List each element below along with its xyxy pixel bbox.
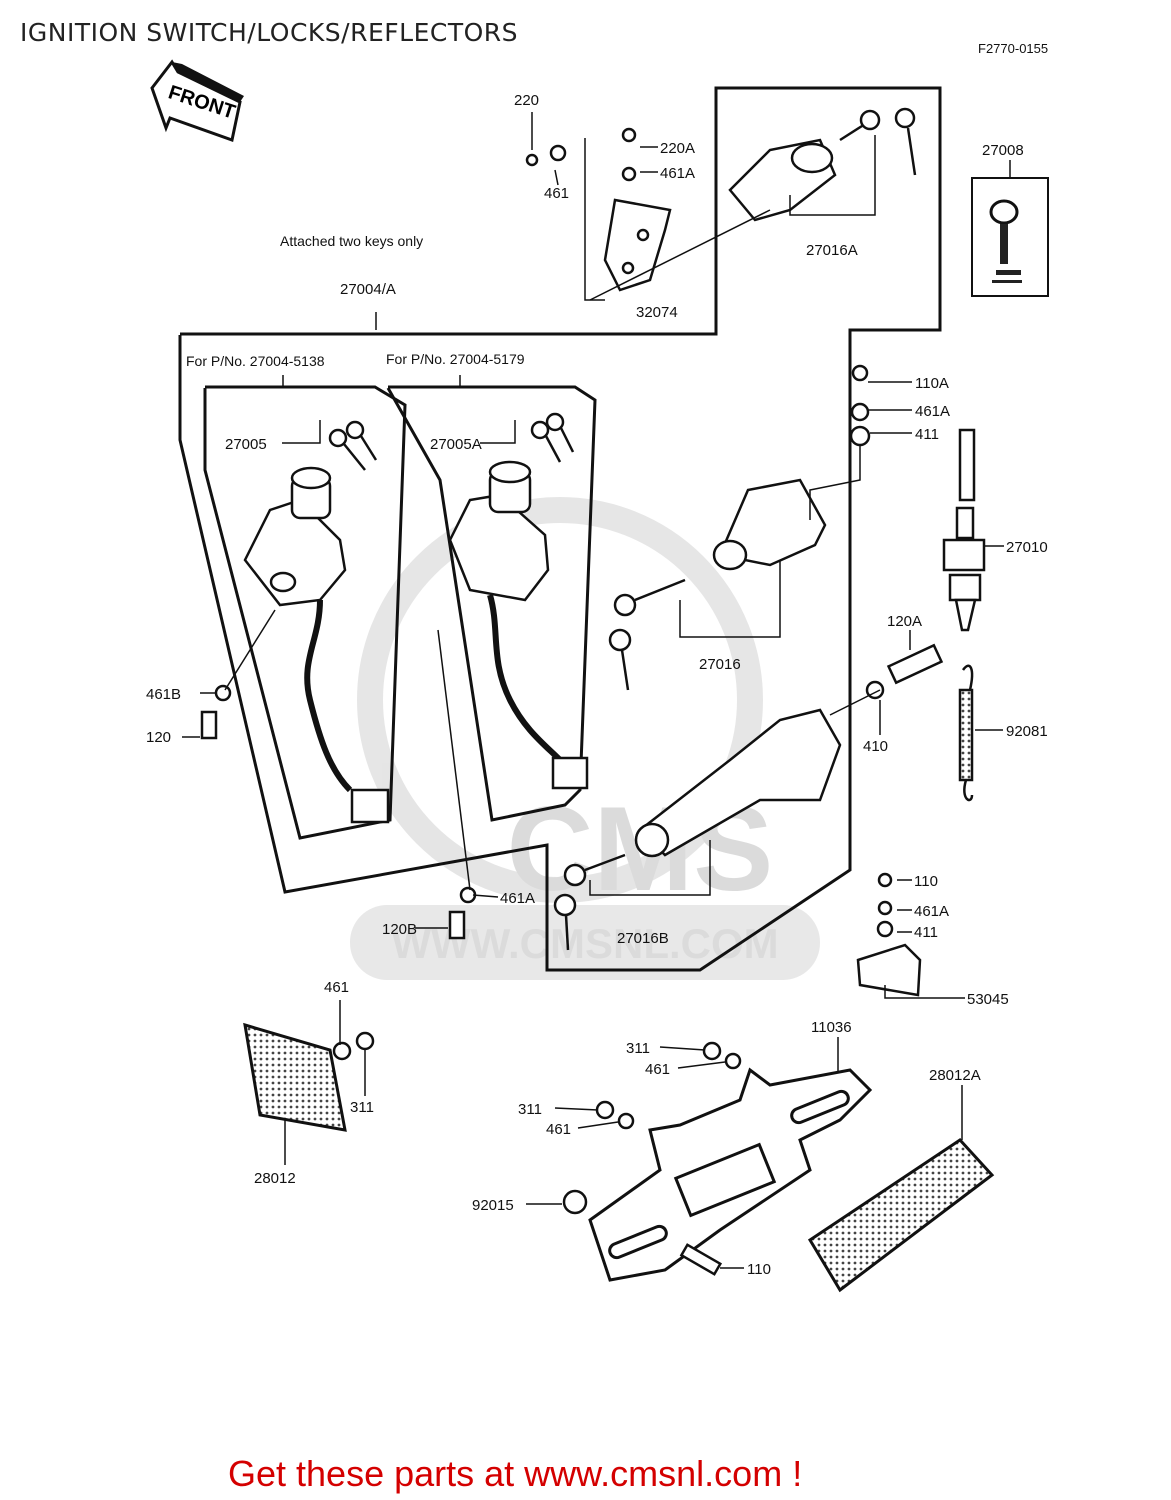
label-27016: 27016 (699, 656, 741, 673)
note-5179: For P/No. 27004-5179 (386, 351, 525, 367)
label-120A: 120A (887, 613, 922, 630)
label-27005: 27005 (225, 436, 267, 453)
label-110-bottom: 110 (747, 1261, 771, 1278)
leader-lines (182, 112, 1011, 1269)
page-title: IGNITION SWITCH/LOCKS/REFLECTORS (20, 18, 519, 47)
label-461A-low: 461A (500, 890, 535, 907)
label-311-a: 311 (626, 1040, 650, 1057)
label-27008: 27008 (982, 142, 1024, 159)
label-32074: 32074 (636, 304, 678, 321)
label-120B: 120B (382, 921, 417, 938)
label-461-reflector: 461 (324, 979, 349, 996)
label-311-b: 311 (518, 1101, 542, 1118)
front-arrow-icon: FRONT (150, 59, 244, 142)
label-461-a: 461 (645, 1061, 670, 1078)
label-27016B: 27016B (617, 930, 669, 947)
label-311-reflector: 311 (350, 1099, 374, 1116)
label-461B: 461B (146, 686, 181, 703)
key-card-27008 (971, 177, 1049, 297)
label-11036: 11036 (811, 1019, 852, 1036)
label-27016A: 27016A (806, 242, 858, 259)
switch-27010 (942, 428, 986, 632)
hardware (200, 127, 944, 1276)
note-5138: For P/No. 27004-5138 (186, 353, 325, 369)
label-27010: 27010 (1006, 539, 1048, 556)
label-92015: 92015 (472, 1197, 514, 1214)
label-461-b: 461 (546, 1121, 571, 1138)
license-bracket-11036 (588, 1067, 873, 1282)
label-27004A: 27004/A (340, 281, 396, 298)
note-attached-keys: Attached two keys only (280, 233, 423, 249)
label-110-right: 110 (914, 873, 938, 890)
reflector-28012 (243, 1022, 347, 1132)
parts-diagram: CMS WWW.CMSNL.COM FRONT (146, 59, 1049, 1293)
label-53045: 53045 (967, 991, 1009, 1008)
label-220: 220 (514, 92, 539, 109)
part-labels: 220 461 220A 461A 32074 27016A 27008 Att… (146, 92, 1048, 1278)
label-461A-top: 461A (660, 165, 695, 182)
fork-lock-27016 (608, 478, 827, 691)
spring-92081 (958, 664, 974, 802)
steering-lock-27016A (728, 107, 917, 222)
label-410: 410 (863, 738, 888, 755)
diagram-code: F2770-0155 (978, 41, 1049, 56)
label-27005A: 27005A (430, 436, 482, 453)
get-parts-link[interactable]: Get these parts at www.cmsnl.com ! (228, 1453, 803, 1494)
reflector-28012A (807, 1138, 995, 1293)
label-28012: 28012 (254, 1170, 296, 1187)
label-120: 120 (146, 729, 171, 746)
bracket-53045 (856, 943, 922, 997)
ignition-switch-27005 (243, 420, 390, 824)
label-461-top: 461 (544, 185, 569, 202)
ignition-switch-27005A (448, 412, 589, 790)
label-461A-right: 461A (914, 903, 949, 920)
label-28012A: 28012A (929, 1067, 981, 1084)
seat-lock-27016B (553, 708, 842, 951)
label-110A: 110A (915, 375, 949, 392)
label-411-mid: 411 (915, 426, 939, 443)
kit-outline (178, 86, 942, 972)
label-92081: 92081 (1006, 723, 1048, 740)
label-220A: 220A (660, 140, 695, 157)
label-461A-mid: 461A (915, 403, 950, 420)
label-411-right: 411 (914, 924, 938, 941)
